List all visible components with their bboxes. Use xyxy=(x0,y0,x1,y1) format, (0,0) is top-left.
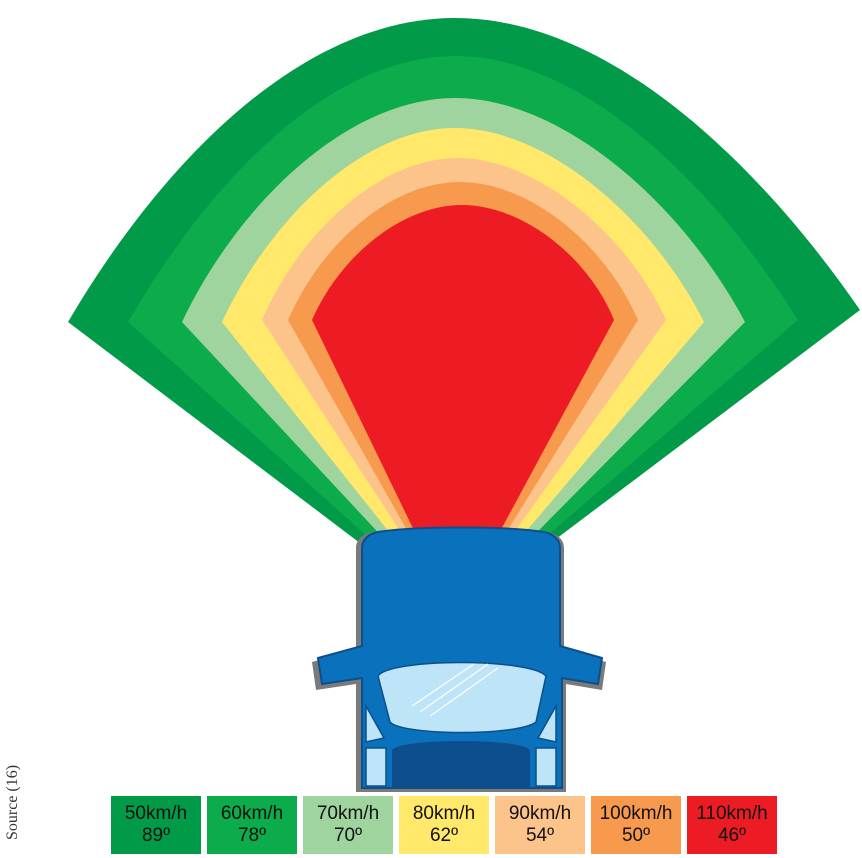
car-rear-window-left xyxy=(366,748,386,786)
legend-item-80kmh: 80km/h 62º xyxy=(399,796,489,854)
car-windshield xyxy=(378,663,546,733)
legend-item-100kmh: 100km/h 50º xyxy=(591,796,681,854)
legend-speed: 80km/h xyxy=(413,803,475,825)
legend-angle: 46º xyxy=(718,825,746,847)
vision-zones xyxy=(68,18,860,615)
legend-angle: 78º xyxy=(238,825,266,847)
legend-item-70kmh: 70km/h 70º xyxy=(303,796,393,854)
legend-angle: 62º xyxy=(430,825,458,847)
car-icon xyxy=(312,528,606,793)
legend-speed: 100km/h xyxy=(600,803,673,825)
legend-angle: 89º xyxy=(142,825,170,847)
legend-item-90kmh: 90km/h 54º xyxy=(495,796,585,854)
legend-angle: 54º xyxy=(526,825,554,847)
legend-speed: 60km/h xyxy=(221,803,283,825)
car-roof xyxy=(388,542,534,632)
legend-speed: 50km/h xyxy=(125,803,187,825)
car-rear-window-right xyxy=(536,748,556,786)
legend-speed: 90km/h xyxy=(509,803,571,825)
legend-item-60kmh: 60km/h 78º xyxy=(207,796,297,854)
legend-speed: 110km/h xyxy=(696,803,767,825)
legend-item-110kmh: 110km/h 46º xyxy=(687,796,777,854)
legend-angle: 50º xyxy=(622,825,650,847)
legend-angle: 70º xyxy=(334,825,362,847)
source-label: Source (16) xyxy=(4,765,22,840)
legend-speed: 70km/h xyxy=(317,803,379,825)
legend-item-50kmh: 50km/h 89º xyxy=(111,796,201,854)
speed-legend: 50km/h 89º 60km/h 78º 70km/h 70º 80km/h … xyxy=(111,796,777,854)
